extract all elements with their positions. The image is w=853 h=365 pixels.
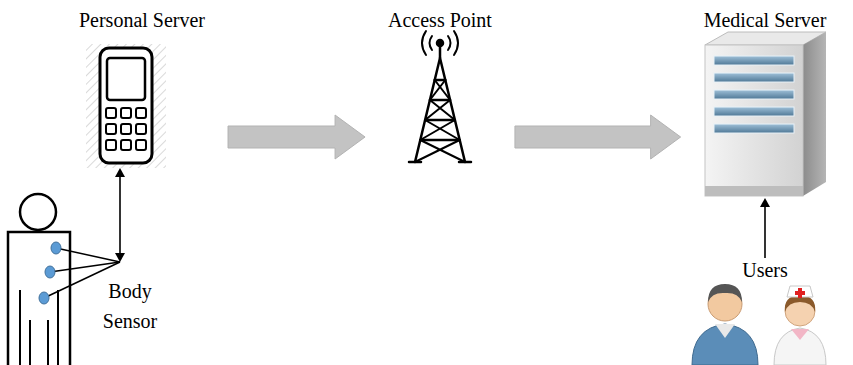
sensor-dots: [39, 242, 61, 304]
phone-icon: [86, 44, 166, 168]
link-arrow: [115, 168, 125, 262]
personal-server-node: Personal Server: [74, 8, 210, 168]
server-icon: [705, 32, 826, 196]
node-label: Body Sensor: [95, 276, 165, 336]
block-arrow: [228, 115, 365, 159]
link-line: [764, 207, 766, 258]
node-label: Personal Server: [74, 8, 210, 32]
access-point-node: Access Point: [383, 8, 497, 168]
block-arrow-shape: [515, 115, 681, 159]
medical-server-node: Medical Server: [699, 8, 832, 198]
node-label: Access Point: [383, 8, 497, 32]
block-arrow: [515, 115, 681, 159]
users-icon: [692, 284, 826, 365]
node-label: Medical Server: [699, 8, 832, 32]
arrow-head: [115, 253, 125, 262]
tower-icon: [409, 31, 471, 162]
block-arrow-shape: [228, 115, 365, 159]
body-figure: [8, 194, 70, 365]
link-line: [119, 177, 121, 253]
node-label: Users: [700, 258, 830, 282]
users-node: Users: [700, 258, 830, 363]
link-arrow: [760, 198, 770, 258]
arrow-head: [115, 168, 125, 177]
body-sensor-node: Body Sensor: [95, 262, 165, 342]
arrow-head: [760, 198, 770, 207]
